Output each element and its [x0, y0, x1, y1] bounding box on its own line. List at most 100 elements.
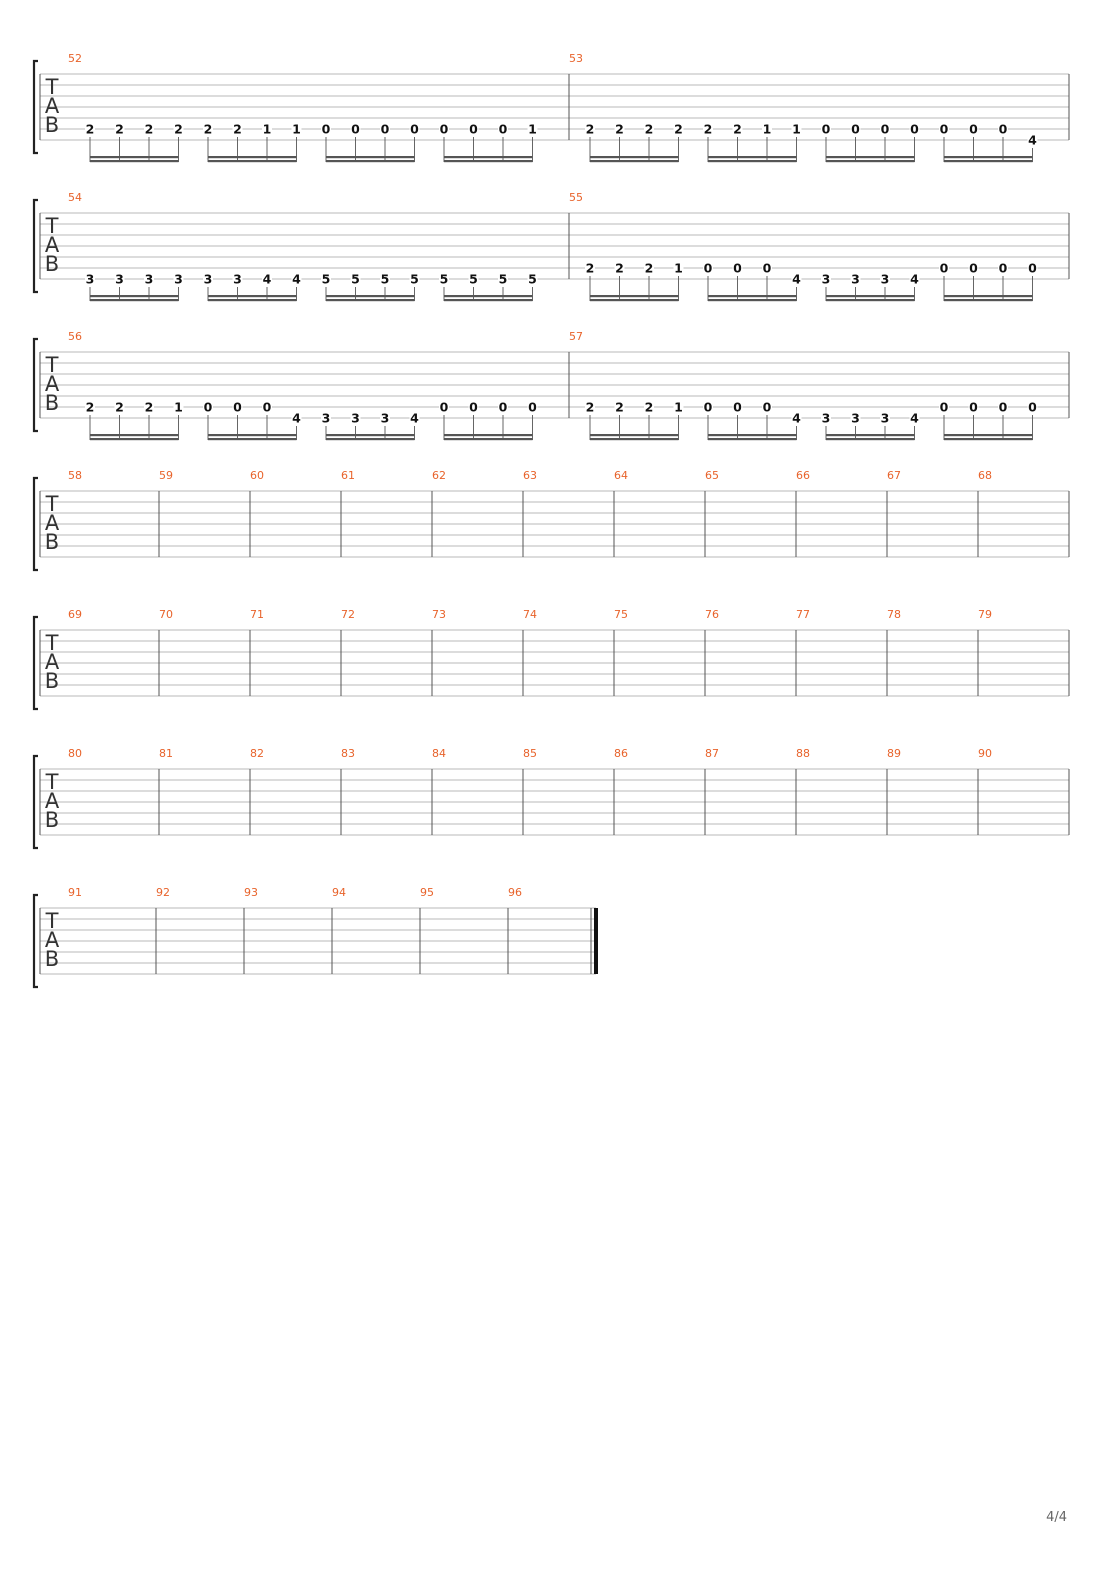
measure-number: 78	[887, 608, 901, 621]
tab-note-fret: 2	[145, 400, 154, 415]
tab-note-fret: 3	[881, 272, 890, 287]
tab-note-fret: 3	[851, 272, 860, 287]
note-knockout	[498, 123, 508, 135]
tab-note-fret: 2	[174, 122, 183, 137]
measure-number: 60	[250, 469, 264, 482]
tab-note-fret: 0	[469, 122, 478, 137]
tab-note-fret: 0	[704, 400, 713, 415]
tab-note-fret: 0	[822, 122, 831, 137]
beam	[326, 295, 415, 298]
tab-note-fret: 1	[263, 122, 272, 137]
tab-note-fret: 1	[792, 122, 801, 137]
final-barline-thick	[594, 908, 598, 974]
measure-number: 53	[569, 52, 583, 65]
note-knockout	[350, 273, 361, 285]
note-knockout	[998, 123, 1008, 135]
tab-note-fret: 5	[469, 272, 478, 287]
measure-number: 67	[887, 469, 901, 482]
beam	[208, 156, 297, 159]
note-knockout	[85, 123, 95, 135]
measure-number: 91	[68, 886, 82, 899]
tab-clef-letter: A	[45, 789, 60, 813]
note-knockout	[614, 123, 625, 135]
tab-note-fret: 4	[910, 272, 919, 287]
tab-note-fret: 3	[174, 272, 183, 287]
note-knockout	[673, 123, 684, 135]
system-brace	[32, 615, 38, 711]
beam	[708, 156, 797, 159]
system-brace	[32, 337, 38, 433]
note-knockout	[880, 412, 890, 424]
tab-note-fret: 2	[615, 400, 624, 415]
tab-note-fret: 2	[586, 122, 595, 137]
beam	[90, 434, 179, 437]
tab-note-fret: 0	[999, 261, 1008, 276]
tab-note-fret: 2	[645, 400, 654, 415]
measure-number: 88	[796, 747, 810, 760]
note-knockout	[909, 273, 920, 285]
tab-note-fret: 2	[704, 122, 713, 137]
beam	[326, 299, 415, 302]
tab-clef-letter: B	[45, 808, 59, 832]
tab-note-fret: 2	[204, 122, 213, 137]
beam	[90, 156, 179, 159]
tab-clef-letter: T	[45, 353, 59, 377]
tab-note-fret: 0	[969, 261, 978, 276]
note-knockout	[114, 273, 125, 285]
note-knockout	[585, 401, 595, 413]
beam	[326, 438, 415, 441]
beam	[208, 295, 297, 298]
note-knockout	[173, 273, 184, 285]
note-knockout	[644, 401, 654, 413]
tab-note-fret: 4	[292, 411, 301, 426]
note-knockout	[732, 123, 743, 135]
measure-number: 86	[614, 747, 628, 760]
tab-note-fret: 0	[499, 400, 508, 415]
tab-note-fret: 5	[499, 272, 508, 287]
tab-clef-letter: T	[45, 631, 59, 655]
note-knockout	[409, 273, 420, 285]
note-knockout	[262, 273, 272, 285]
beam	[944, 438, 1033, 441]
tab-note-fret: 1	[763, 122, 772, 137]
tab-note-fret: 4	[792, 411, 801, 426]
measure-number: 77	[796, 608, 810, 621]
tab-note-fret: 0	[322, 122, 331, 137]
beam	[208, 160, 297, 163]
tab-note-fret: 5	[528, 272, 537, 287]
measure-number: 56	[68, 330, 82, 343]
page-number: 4/4	[1046, 1510, 1067, 1525]
tab-note-fret: 2	[586, 400, 595, 415]
note-knockout	[939, 262, 949, 274]
note-knockout	[703, 262, 713, 274]
tab-note-fret: 0	[233, 400, 242, 415]
note-knockout	[85, 273, 95, 285]
beam	[444, 438, 533, 441]
note-knockout	[527, 273, 538, 285]
tab-note-fret: 5	[381, 272, 390, 287]
beam	[444, 299, 533, 302]
note-knockout	[909, 123, 920, 135]
note-knockout	[291, 273, 302, 285]
note-knockout	[439, 273, 449, 285]
note-knockout	[998, 401, 1008, 413]
tab-note-fret: 3	[881, 411, 890, 426]
measure-number: 64	[614, 469, 628, 482]
tab-clef-letter: A	[45, 511, 60, 535]
note-knockout	[644, 123, 654, 135]
tab-note-fret: 0	[999, 122, 1008, 137]
note-knockout	[203, 123, 213, 135]
measure-number: 62	[432, 469, 446, 482]
tab-note-fret: 1	[674, 400, 683, 415]
beam	[590, 438, 679, 441]
note-knockout	[821, 412, 831, 424]
measure-number: 70	[159, 608, 173, 621]
tab-note-fret: 0	[969, 122, 978, 137]
beam	[326, 160, 415, 163]
beam	[208, 299, 297, 302]
tab-note-fret: 0	[940, 122, 949, 137]
beam	[826, 438, 915, 441]
note-knockout	[791, 412, 802, 424]
note-knockout	[762, 123, 772, 135]
note-knockout	[409, 412, 420, 424]
